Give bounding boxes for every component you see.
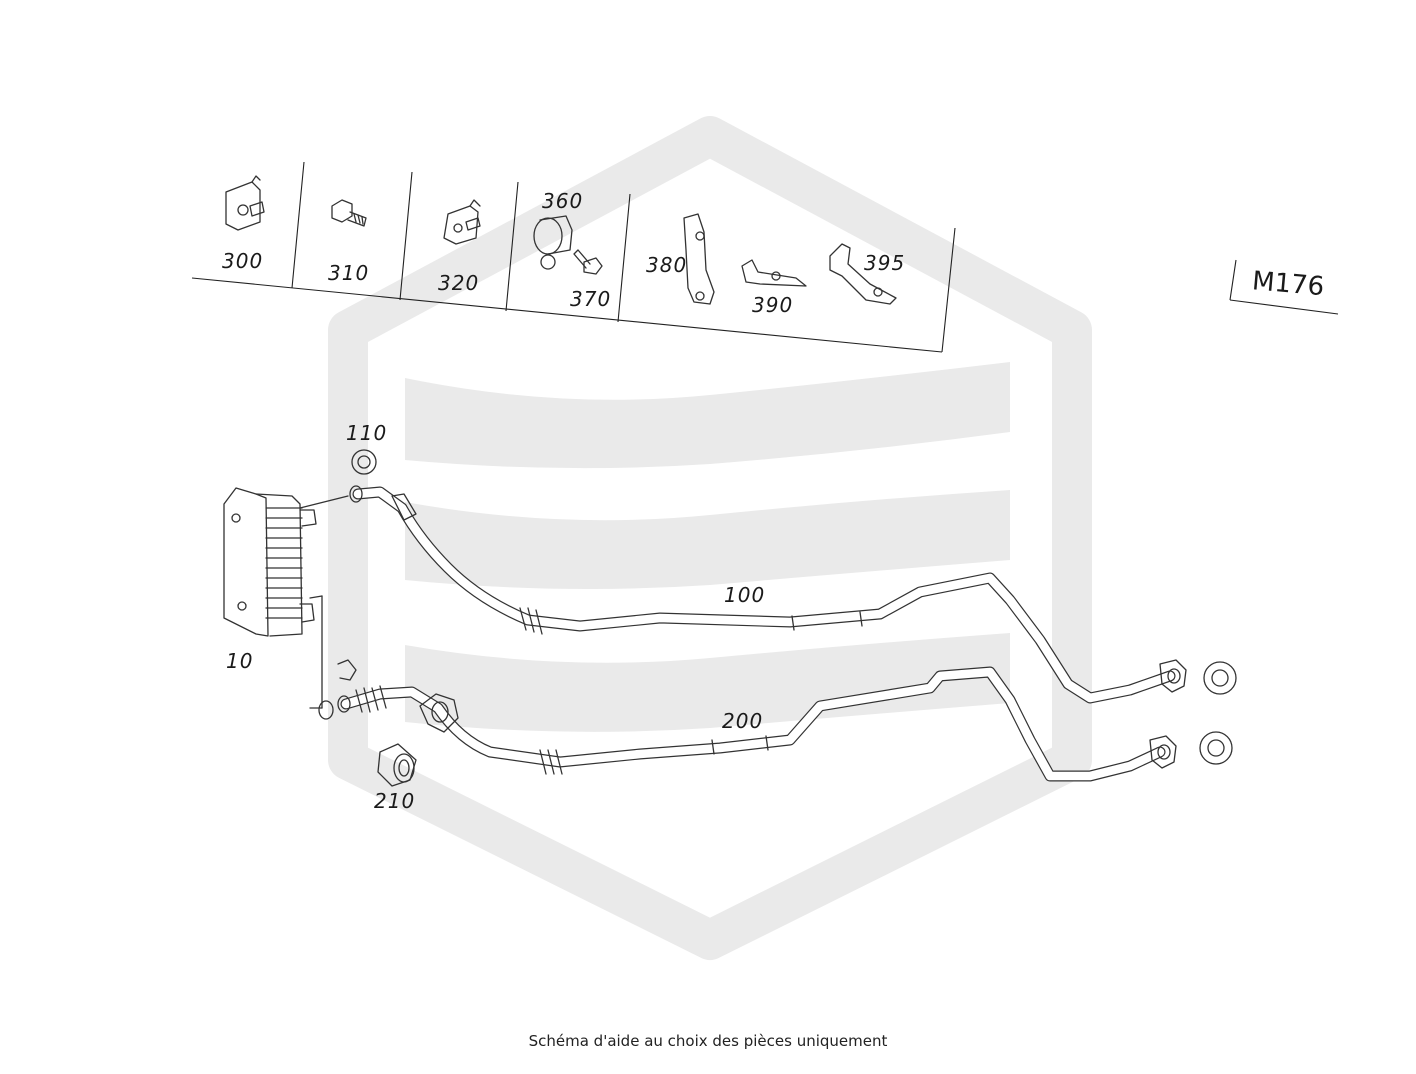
- callout-210: 210: [374, 789, 415, 813]
- callout-320: 320: [438, 271, 479, 295]
- part-310-bolt: [331, 199, 367, 227]
- callout-360: 360: [542, 189, 583, 213]
- callout-110: 110: [346, 421, 387, 445]
- part-110-seal-ring: [351, 449, 377, 475]
- engine-code: M176: [1251, 266, 1325, 302]
- part-10-oil-cooler: [223, 487, 349, 709]
- callout-310: 310: [328, 261, 369, 285]
- part-370-screw: [573, 249, 603, 275]
- callout-300: 300: [222, 249, 263, 273]
- part-320-bracket: [443, 199, 481, 245]
- small-parts-frame: [191, 161, 956, 353]
- callout-395: 395: [864, 251, 905, 275]
- part-100-oil-line: [349, 485, 1237, 704]
- part-300-bracket: [225, 175, 265, 231]
- callout-200: 200: [722, 709, 763, 733]
- part-395-bracket: [829, 243, 897, 305]
- callout-100: 100: [724, 583, 765, 607]
- diagram-caption: Schéma d'aide au choix des pièces unique…: [528, 1032, 888, 1050]
- callout-390: 390: [752, 293, 793, 317]
- callout-370: 370: [570, 287, 611, 311]
- part-360-clamp: [533, 215, 573, 270]
- watermark-logo: [328, 116, 1092, 960]
- part-210-damper-sleeve: [377, 743, 417, 787]
- part-200-oil-line: [318, 659, 1233, 782]
- callout-380: 380: [646, 253, 687, 277]
- part-380-bracket: [683, 213, 715, 305]
- engine-code-box: M176: [1229, 259, 1339, 315]
- callout-10: 10: [226, 649, 253, 673]
- part-390-bracket: [741, 259, 807, 287]
